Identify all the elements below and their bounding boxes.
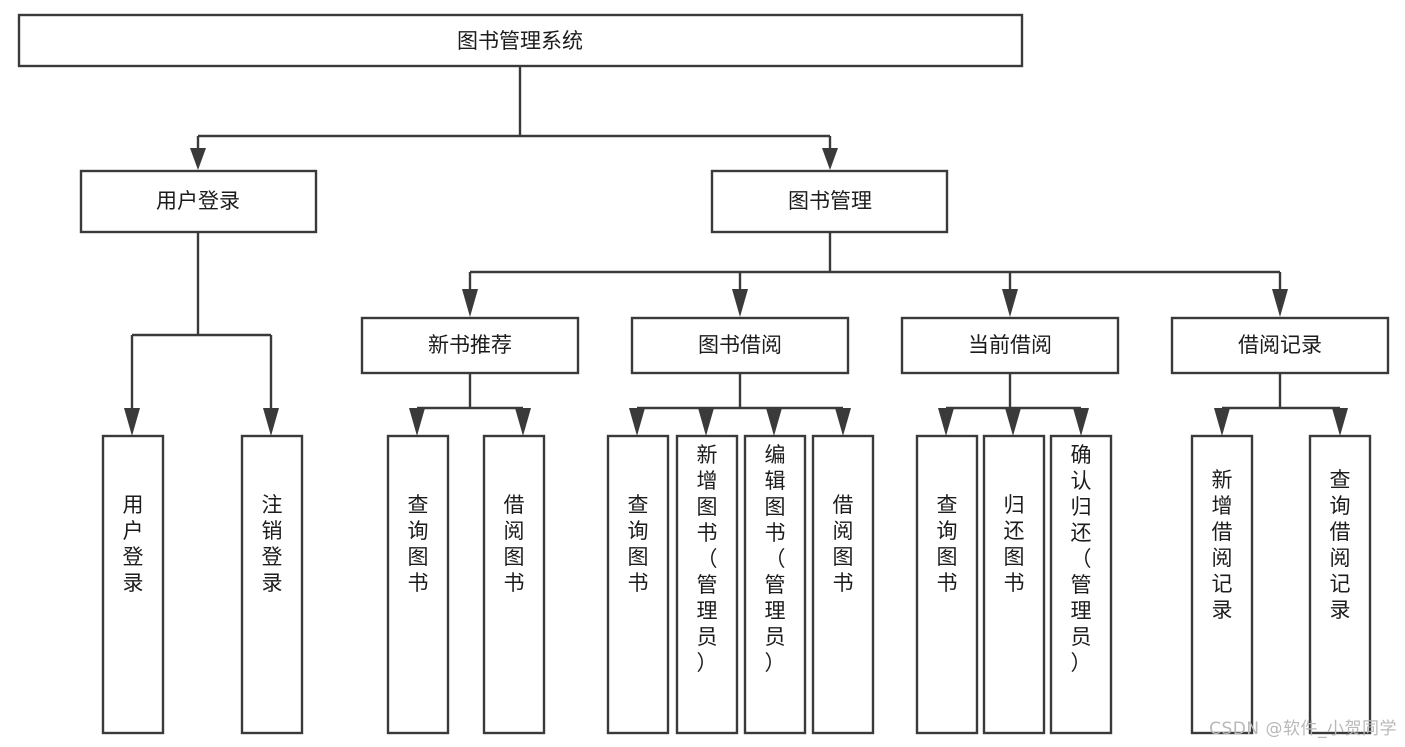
node-root[interactable]: 图书管理系统 bbox=[17, 13, 1024, 68]
arrow-head-leaf-user-login bbox=[124, 408, 140, 436]
node-user-login-box[interactable] bbox=[79, 169, 318, 234]
arrow-head-new-book-recommend bbox=[462, 289, 478, 317]
node-borrow-record-box[interactable] bbox=[1170, 316, 1390, 375]
node-leaf-user-logout-label: 注销登录 bbox=[262, 493, 283, 595]
node-leaf-add-record-label: 新增借阅记录 bbox=[1212, 468, 1233, 622]
node-leaf-query-record-label: 查询借阅记录 bbox=[1330, 468, 1351, 622]
node-leaf-add-record[interactable]: 新增借阅记录 bbox=[1190, 434, 1254, 735]
node-leaf-query-book-3-box[interactable] bbox=[915, 434, 979, 735]
connector-group-user-login bbox=[124, 232, 279, 436]
node-leaf-borrow-book-2[interactable]: 借阅图书 bbox=[811, 434, 875, 735]
node-leaf-query-book-2-box[interactable] bbox=[606, 434, 670, 735]
node-leaf-edit-book-box[interactable] bbox=[743, 434, 807, 735]
node-leaf-add-record-box[interactable] bbox=[1190, 434, 1254, 735]
node-leaf-add-book[interactable]: 新增图书（管理员） bbox=[675, 434, 739, 735]
arrow-head-user-login bbox=[190, 148, 206, 170]
arrow-head-leaf-query-book-3 bbox=[938, 408, 954, 436]
node-leaf-query-record-box[interactable] bbox=[1308, 434, 1372, 735]
arrow-head-leaf-borrow-book-2 bbox=[835, 408, 851, 436]
node-leaf-borrow-book-2-label: 借阅图书 bbox=[833, 493, 854, 595]
connector-group-book-manage bbox=[462, 232, 1288, 317]
arrow-head-leaf-add-record bbox=[1214, 408, 1230, 436]
node-leaf-query-book-2-label: 查询图书 bbox=[628, 493, 649, 595]
arrow-head-leaf-query-record bbox=[1332, 408, 1348, 436]
arrow-head-current-borrow bbox=[1002, 289, 1018, 317]
node-book-manage-box[interactable] bbox=[710, 169, 949, 234]
node-leaf-edit-book[interactable]: 编辑图书（管理员） bbox=[743, 434, 807, 735]
node-book-borrow-label: 图书借阅 bbox=[698, 333, 782, 357]
node-leaf-add-book-label: 新增图书（管理员） bbox=[697, 443, 718, 675]
node-leaf-borrow-book-2-box[interactable] bbox=[811, 434, 875, 735]
arrow-head-leaf-user-logout bbox=[263, 408, 279, 436]
node-book-borrow[interactable]: 图书借阅 bbox=[630, 316, 850, 375]
arrow-head-leaf-return-book bbox=[1005, 408, 1021, 436]
node-leaf-user-logout-box[interactable] bbox=[240, 434, 304, 735]
node-leaf-query-book-1[interactable]: 查询图书 bbox=[386, 434, 450, 735]
node-current-borrow[interactable]: 当前借阅 bbox=[900, 316, 1120, 375]
node-leaf-user-login-label: 用户登录 bbox=[123, 493, 144, 595]
node-new-book-recommend-box[interactable] bbox=[360, 316, 580, 375]
node-book-manage-label: 图书管理 bbox=[788, 189, 872, 213]
node-leaf-borrow-book-1-box[interactable] bbox=[482, 434, 546, 735]
connector-group-borrow-record bbox=[1214, 373, 1348, 436]
arrow-head-leaf-confirm-return bbox=[1073, 408, 1089, 436]
node-leaf-user-login[interactable]: 用户登录 bbox=[101, 434, 165, 735]
node-user-login[interactable]: 用户登录 bbox=[79, 169, 318, 234]
node-leaf-borrow-book-1-label: 借阅图书 bbox=[504, 493, 525, 595]
node-leaf-query-book-1-box[interactable] bbox=[386, 434, 450, 735]
node-borrow-record-label: 借阅记录 bbox=[1238, 333, 1322, 357]
node-leaf-query-book-1-label: 查询图书 bbox=[408, 493, 429, 595]
node-current-borrow-box[interactable] bbox=[900, 316, 1120, 375]
node-leaf-query-book-2[interactable]: 查询图书 bbox=[606, 434, 670, 735]
node-current-borrow-label: 当前借阅 bbox=[968, 333, 1052, 357]
node-leaf-return-book-box[interactable] bbox=[982, 434, 1046, 735]
arrow-head-leaf-add-book bbox=[698, 408, 714, 436]
arrow-head-leaf-borrow-book-1 bbox=[515, 408, 531, 436]
node-leaf-user-login-box[interactable] bbox=[101, 434, 165, 735]
node-root-label: 图书管理系统 bbox=[457, 29, 583, 53]
arrow-head-borrow-record bbox=[1272, 289, 1288, 317]
node-new-book-recommend[interactable]: 新书推荐 bbox=[360, 316, 580, 375]
arrow-head-leaf-query-book-1 bbox=[409, 408, 425, 436]
connector-group-book-borrow bbox=[629, 373, 851, 436]
node-borrow-record[interactable]: 借阅记录 bbox=[1170, 316, 1390, 375]
node-leaf-confirm-return[interactable]: 确认归还（管理员） bbox=[1049, 434, 1113, 735]
node-leaf-user-logout[interactable]: 注销登录 bbox=[240, 434, 304, 735]
node-leaf-return-book[interactable]: 归还图书 bbox=[982, 434, 1046, 735]
arrow-head-book-manage bbox=[822, 148, 838, 170]
node-book-manage[interactable]: 图书管理 bbox=[710, 169, 949, 234]
connector-group-current-borrow bbox=[938, 373, 1089, 436]
arrow-head-leaf-edit-book bbox=[766, 408, 782, 436]
node-leaf-query-record[interactable]: 查询借阅记录 bbox=[1308, 434, 1372, 735]
node-leaf-borrow-book-1[interactable]: 借阅图书 bbox=[482, 434, 546, 735]
node-new-book-recommend-label: 新书推荐 bbox=[428, 333, 512, 357]
node-leaf-query-book-3-label: 查询图书 bbox=[937, 493, 958, 595]
node-leaf-query-book-3[interactable]: 查询图书 bbox=[915, 434, 979, 735]
node-leaf-confirm-return-box[interactable] bbox=[1049, 434, 1113, 735]
node-leaf-confirm-return-label: 确认归还（管理员） bbox=[1071, 443, 1092, 675]
node-leaf-add-book-box[interactable] bbox=[675, 434, 739, 735]
node-root-box[interactable] bbox=[17, 13, 1024, 68]
node-user-login-label: 用户登录 bbox=[156, 189, 240, 213]
node-leaf-return-book-label: 归还图书 bbox=[1004, 493, 1025, 595]
arrow-head-leaf-query-book-2 bbox=[629, 408, 645, 436]
connector-group-new-book-recommend bbox=[409, 373, 531, 436]
connector-group-root bbox=[190, 66, 838, 170]
node-leaf-edit-book-label: 编辑图书（管理员） bbox=[765, 443, 786, 675]
arrow-head-book-borrow bbox=[732, 289, 748, 317]
node-book-borrow-box[interactable] bbox=[630, 316, 850, 375]
